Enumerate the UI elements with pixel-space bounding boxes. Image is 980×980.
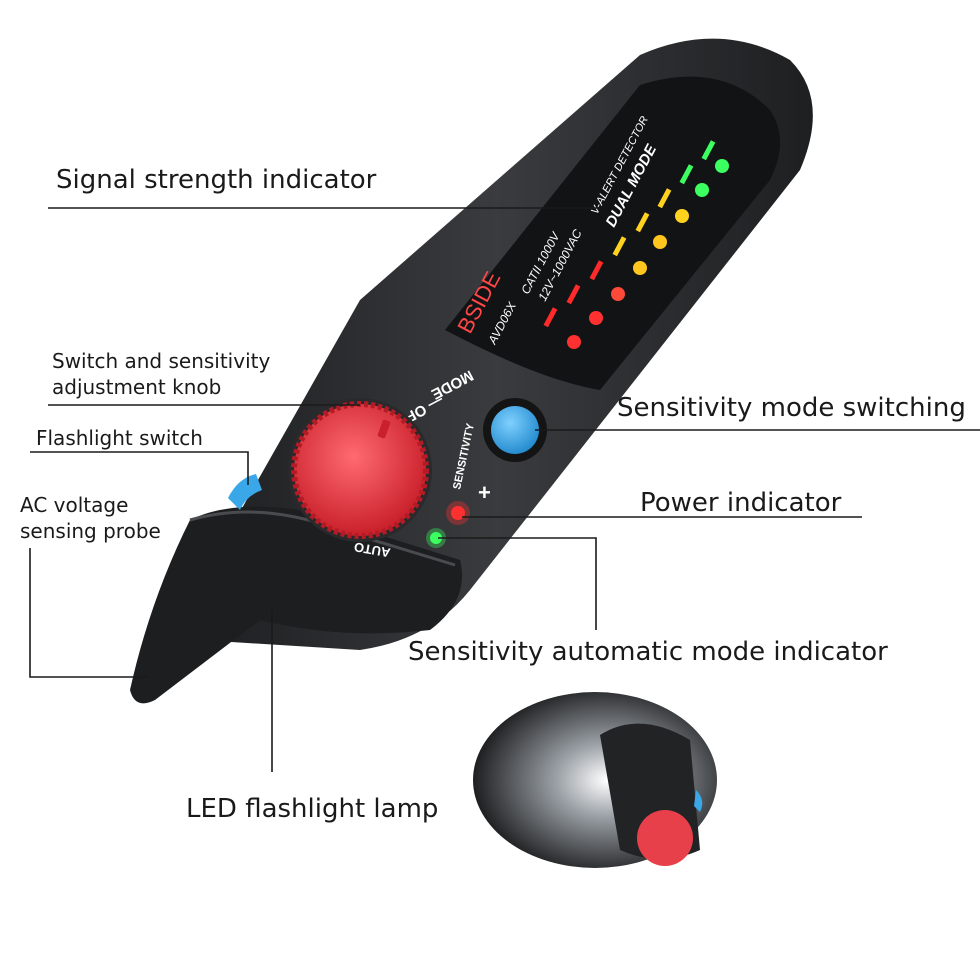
flashlight-inset — [473, 692, 717, 868]
flashlight-switch[interactable] — [228, 474, 262, 510]
callout-knob-line-2: adjustment knob — [52, 375, 222, 399]
line-flashlight-switch — [30, 451, 249, 485]
callout-auto-mode-indicator: Sensitivity automatic mode indicator — [408, 637, 888, 667]
callout-power-indicator: Power indicator — [640, 488, 842, 518]
callout-mode-switching: Sensitivity mode switching — [617, 393, 966, 423]
bar-red-2 — [566, 284, 581, 305]
callout-led-lamp: LED flashlight lamp — [186, 794, 439, 824]
callout-probe-line-1: AC voltage — [20, 493, 129, 517]
led-green-2 — [715, 159, 729, 173]
sensitivity-knob[interactable] — [288, 398, 432, 542]
power-indicator-glow — [446, 501, 470, 525]
bar-yellow-2 — [635, 212, 650, 233]
callout-knob-line-1: Switch and sensitivity — [52, 349, 271, 373]
callout-probe-line-2: sensing probe — [20, 519, 161, 543]
power-indicator-led — [451, 506, 465, 520]
led-red-2 — [589, 311, 603, 325]
callout-flashlight-switch: Flashlight switch — [36, 426, 203, 450]
led-green-1 — [695, 183, 709, 197]
bar-yellow-1 — [612, 236, 627, 257]
led-red-1 — [567, 335, 581, 349]
bar-yellow-3 — [657, 188, 672, 209]
auto-mode-led — [430, 532, 442, 544]
bar-green-2 — [701, 140, 716, 161]
auto-mode-glow — [426, 528, 446, 548]
auto-label: AUTO — [353, 539, 392, 560]
bar-red-3 — [589, 260, 604, 281]
bar-red-1 — [543, 307, 558, 328]
led-yellow-3 — [675, 209, 689, 223]
plus-label: + — [478, 480, 491, 505]
led-red-3 — [611, 287, 625, 301]
callout-signal-strength: Signal strength indicator — [56, 165, 377, 195]
leader-lines — [29, 207, 980, 772]
bar-green-1 — [679, 164, 694, 185]
line-probe — [29, 548, 148, 678]
display-panel — [445, 76, 780, 391]
mode-button[interactable] — [483, 398, 547, 462]
line-auto-indicator — [438, 537, 597, 630]
led-yellow-2 — [653, 235, 667, 249]
led-yellow-1 — [633, 261, 647, 275]
signal-strength-leds — [543, 140, 729, 349]
